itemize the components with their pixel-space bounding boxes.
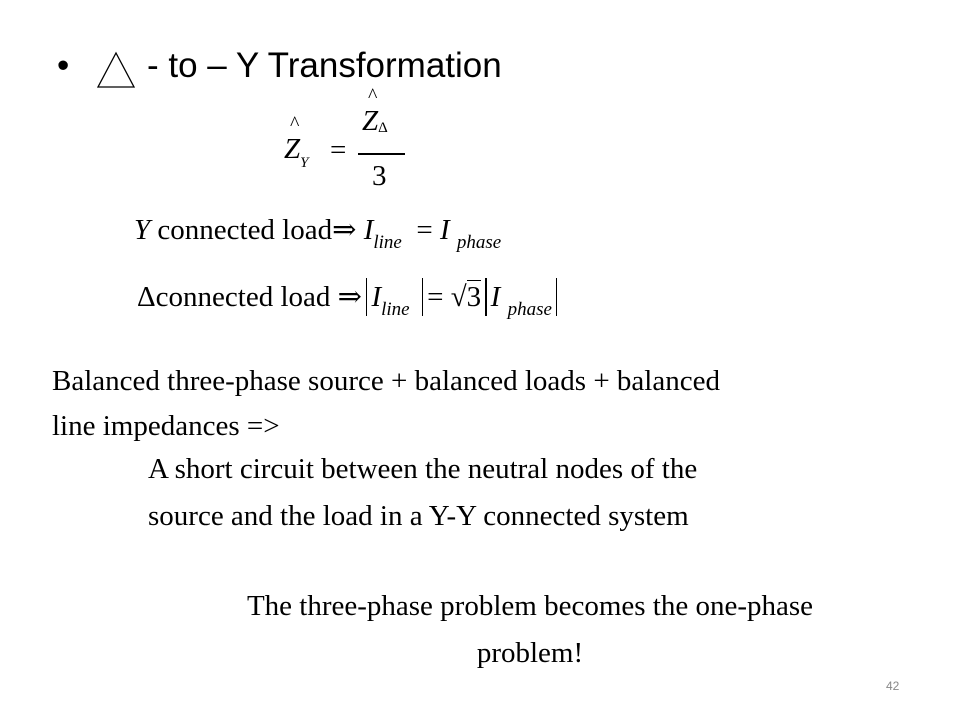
triangle-outline-icon <box>96 51 136 88</box>
body-line-1: Balanced three-phase source + balanced l… <box>52 365 720 397</box>
zy-numerator: ^ZΔ <box>362 85 388 137</box>
fraction-bar <box>358 153 405 155</box>
zy-denominator: 3 <box>372 160 387 192</box>
hat-icon: ^ <box>290 113 300 135</box>
body-line-6: problem! <box>476 637 584 669</box>
slide-title: - to – Y Transformation <box>147 46 502 85</box>
body-line-4: source and the load in a Y-Y connected s… <box>148 500 689 532</box>
body-line-2: line impedances => <box>52 410 280 442</box>
body-line-5: The three-phase problem becomes the one-… <box>246 590 814 622</box>
zy-lhs: ^ZY <box>284 113 309 171</box>
hat-icon: ^ <box>368 85 378 107</box>
bullet: • <box>57 46 70 85</box>
page-number: 42 <box>886 679 900 693</box>
y-load-equation: Y connected load⇒ Iline = I phase <box>134 214 502 253</box>
body-line-3: A short circuit between the neutral node… <box>148 453 698 485</box>
zy-equals: = <box>330 134 347 166</box>
